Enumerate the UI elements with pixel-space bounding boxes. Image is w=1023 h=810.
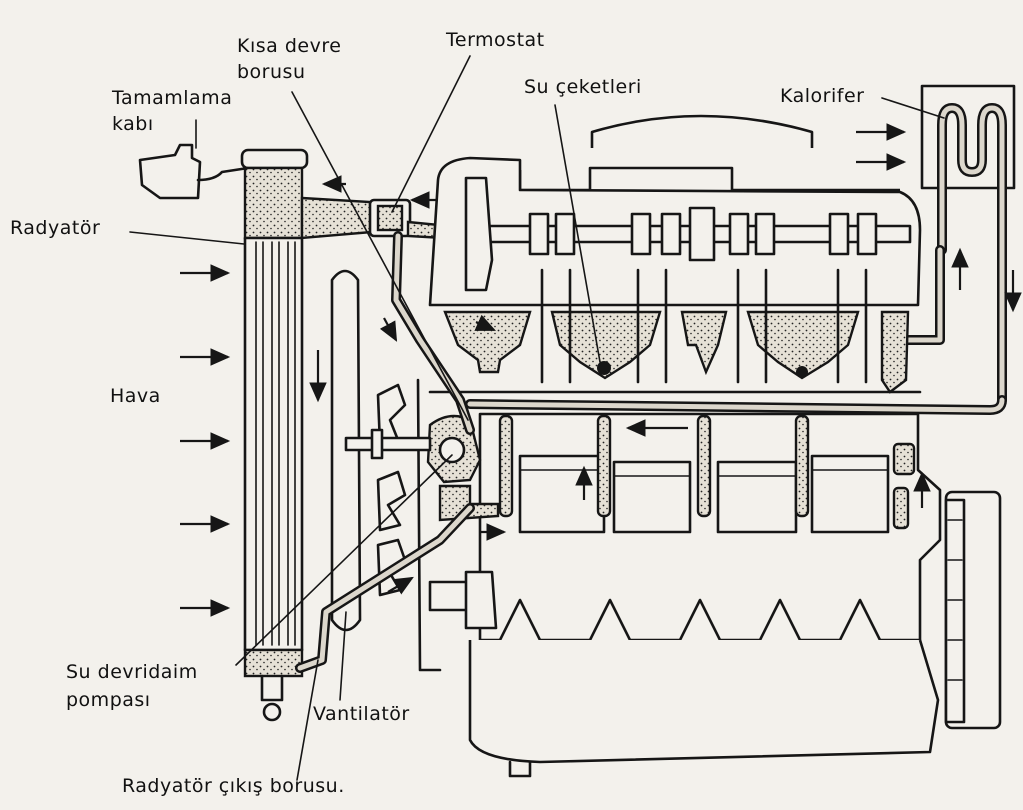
label-radyator-cikis-borusu: Radyatör çıkış borusu. <box>122 775 345 797</box>
heater-pipes <box>465 245 1007 415</box>
label-tamamlama-kabi-line1: Tamamlama <box>112 87 233 109</box>
label-su-ceketleri: Su çeketleri <box>524 76 642 98</box>
label-vantilator: Vantilatör <box>313 703 410 725</box>
heater-core <box>856 84 1022 405</box>
engine-block <box>428 114 1002 778</box>
label-kisa-devre-line2: borusu <box>237 61 306 83</box>
fan <box>330 269 442 672</box>
label-su-devridaim-line2: pompası <box>66 689 151 711</box>
label-kisa-devre-line1: Kısa devre <box>237 35 342 57</box>
air-flow-arrows <box>180 264 327 617</box>
leader-lines <box>129 55 945 781</box>
label-su-devridaim-line1: Su devridaim <box>66 661 198 683</box>
label-tamamlama-kabi-line2: kabı <box>112 113 154 135</box>
label-kalorifer: Kalorifer <box>780 85 865 107</box>
radiator-outlet-hose <box>295 503 475 673</box>
label-radyator: Radyatör <box>10 217 101 239</box>
expansion-tank <box>138 143 250 200</box>
coolant-flow-arrows <box>321 175 507 595</box>
label-termostat: Termostat <box>446 29 545 51</box>
radiator <box>240 148 309 722</box>
water-pump <box>344 414 500 522</box>
label-hava: Hava <box>110 385 161 407</box>
